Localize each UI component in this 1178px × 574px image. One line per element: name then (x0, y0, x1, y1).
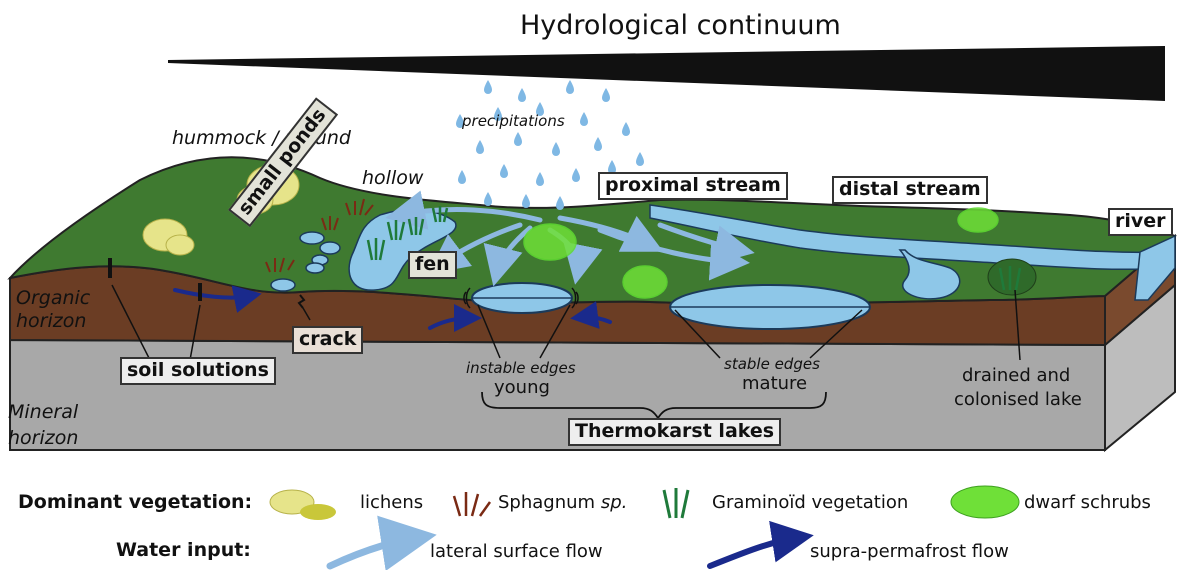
river-label: river (1108, 208, 1173, 236)
dwarf-shrub-clumps (523, 207, 999, 299)
small-pond (299, 231, 325, 245)
stable-edges-label: stable edges (724, 355, 820, 373)
legend-lateral-flow: lateral surface flow (430, 541, 603, 562)
supra-permafrost-flow-arrows (173, 285, 612, 333)
legend-supra-flow: supra-permafrost flow (810, 541, 1009, 562)
distal-stream-label: distal stream (832, 176, 988, 204)
supra-flow-legend-arrow (707, 520, 814, 569)
lateral-flow-legend-arrow (326, 515, 437, 572)
legend-lichens: lichens (360, 492, 424, 513)
legend-water-title: Water input: (116, 539, 251, 561)
crack-label: crack (292, 326, 364, 354)
soil-probe (198, 283, 202, 301)
young-label: young (494, 377, 550, 398)
soil-solutions-label: soil solutions (120, 357, 276, 385)
drained-lake-label-2: colonised lake (954, 389, 1082, 410)
legend-dwarf-shrubs: dwarf schrubs (1024, 492, 1151, 513)
river-mouth (1134, 234, 1176, 301)
thermokarst-lakes-label: Thermokarst lakes (568, 418, 782, 446)
small-pond (270, 278, 296, 292)
continuum-wedge (168, 46, 1165, 101)
pointer-lines (111, 284, 1021, 361)
instable-edges-label: instable edges (466, 359, 576, 377)
mature-label: mature (742, 373, 808, 394)
small-pond (319, 241, 341, 255)
graminoid-icon (662, 488, 690, 519)
mineral-horizon-label-1: Mineral (8, 401, 79, 423)
dwarf-shrub-icon (950, 485, 1020, 519)
legend-sphagnum: Sphagnum sp. (498, 492, 628, 513)
sphagnum-icon (452, 492, 492, 517)
fen-label: fen (408, 251, 457, 279)
soil-probe (108, 258, 112, 278)
stream-oxbow-pond (898, 249, 961, 300)
lichen-icon (269, 489, 336, 520)
proximal-stream-label: proximal stream (598, 172, 788, 200)
organic-horizon-label-2: horizon (16, 310, 87, 332)
precipitations-label: precipitations (462, 112, 565, 130)
drained-lake (987, 258, 1037, 296)
crack-mark (297, 294, 306, 309)
legend-vegetation-title: Dominant vegetation: (18, 491, 253, 513)
drained-lake-label-1: drained and (962, 365, 1071, 386)
graminoid-clumps (366, 206, 1022, 291)
diagram-title: Hydrological continuum (520, 10, 841, 41)
organic-horizon-label-1: Organic (16, 287, 91, 309)
sphagnum-clumps (265, 198, 374, 273)
small-pond (305, 262, 325, 274)
legend-graminoid: Graminoïd vegetation (712, 492, 909, 513)
hollow-label: hollow (362, 167, 424, 189)
mineral-horizon-label-2: horizon (8, 427, 79, 449)
